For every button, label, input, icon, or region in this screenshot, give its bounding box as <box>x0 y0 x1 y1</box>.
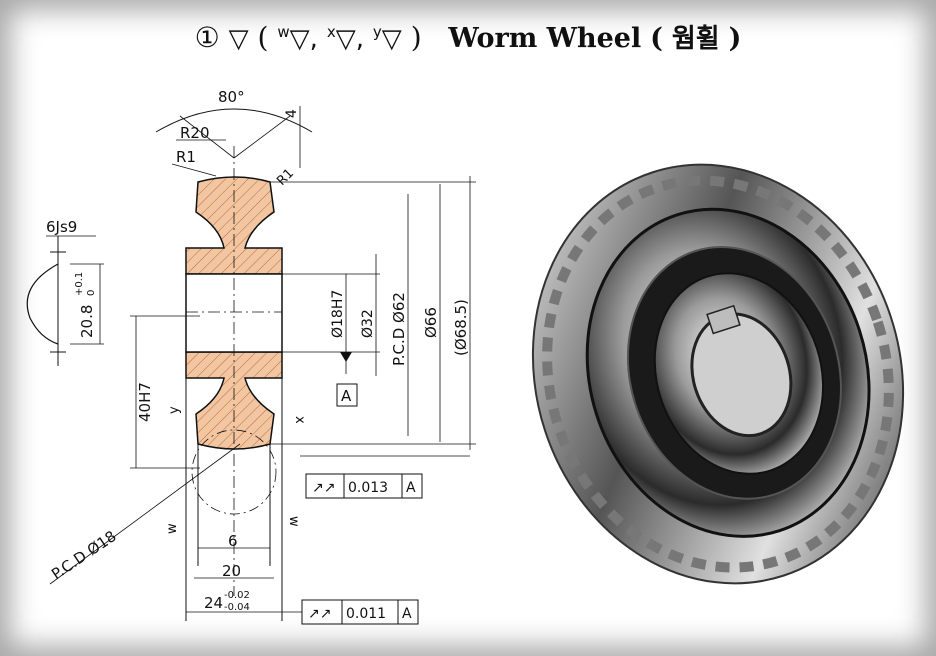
runout-2-value: 0.011 <box>346 606 386 622</box>
korean-open-paren: ( <box>650 23 663 54</box>
section-drawing: 80° 4 R20 R1 R1 6Js9 20.8 +0.1 0 40H7 y … <box>26 88 476 625</box>
r1-small-label: R1 <box>274 166 297 189</box>
runout-1-datum: A <box>406 480 416 496</box>
dim-40h7-label: 40H7 <box>136 382 154 422</box>
keyway-tol-lower: 0 <box>86 290 97 296</box>
dim-4-label: 4 <box>284 109 300 118</box>
pcd-18-label: P.C.D Ø18 <box>48 527 119 583</box>
keyway-width-label: 6Js9 <box>46 218 77 236</box>
finish-x-icon: x▽, <box>326 23 364 54</box>
dim-6-label: 6 <box>228 532 238 550</box>
angle-label: 80° <box>218 88 245 106</box>
korean-close-paren: ) <box>728 23 742 54</box>
part-name: Worm Wheel <box>448 23 642 54</box>
runout-icon: ↗↗ <box>308 606 331 622</box>
r1-label: R1 <box>176 148 196 166</box>
finish-w-left: w <box>165 523 180 534</box>
runout-frame-1: ↗↗ 0.013 A <box>305 473 423 499</box>
finish-w-icon: w▽, <box>277 23 318 54</box>
pcd-62-label: P.C.D Ø62 <box>390 292 408 366</box>
dia-66-label: Ø66 <box>422 307 440 338</box>
finish-close-paren: ) <box>410 21 422 54</box>
finish-w-right: w <box>286 516 301 527</box>
dim-20-label: 20 <box>222 562 241 580</box>
surface-finish-icon: ▽ <box>228 24 249 54</box>
runout-icon: ↗↗ <box>312 480 335 496</box>
keyway-depth-label: 20.8 <box>78 305 96 338</box>
runout-1-value: 0.013 <box>348 480 388 496</box>
dim-24-label: 24 <box>204 594 223 612</box>
page-title: ① ▽ ( w▽, x▽, y▽ ) Worm Wheel ( 웜휠 ) <box>0 18 936 66</box>
section-upper <box>185 176 283 275</box>
runout-2-datum: A <box>402 606 412 622</box>
item-number: ① <box>194 21 220 54</box>
worm-wheel-render <box>531 163 905 585</box>
finish-y-icon: y▽ <box>372 23 402 54</box>
finish-x-right: x <box>292 416 307 424</box>
section-lower <box>185 351 283 450</box>
dim-24-tol-upper: -0.02 <box>224 590 250 601</box>
bore-label: Ø18H7 <box>330 290 346 338</box>
finish-y-left: y <box>167 406 182 414</box>
r20-label: R20 <box>180 124 210 142</box>
datum-a-box: A <box>341 387 352 405</box>
dia-32-label: Ø32 <box>360 309 376 338</box>
finish-open-paren: ( <box>257 21 269 54</box>
runout-frame-2: ↗↗ 0.011 A <box>301 599 419 625</box>
part-name-korean: 웜휠 <box>671 24 720 54</box>
dim-24-tol-lower: -0.04 <box>224 602 250 613</box>
keyway-tol-upper: +0.1 <box>74 272 85 296</box>
dia-685-label: (Ø68.5) <box>452 299 470 356</box>
